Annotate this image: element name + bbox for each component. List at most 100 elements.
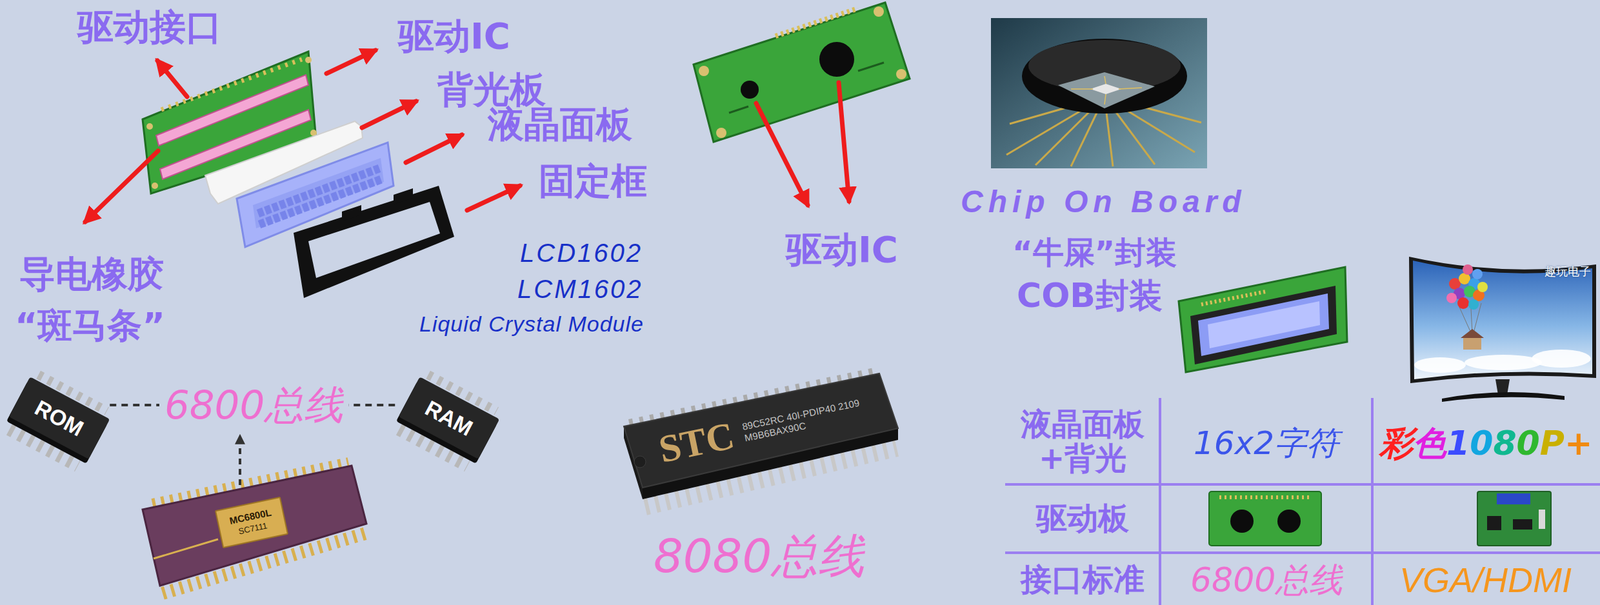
table-header: 驱动板 <box>1036 500 1130 537</box>
bond-wire <box>1104 94 1106 105</box>
mount-hole <box>146 123 153 130</box>
mcu-chip-marking: STC89C52RC 40I-PDIP40 2109M9B6BAX90C <box>650 381 873 477</box>
leader-arrow <box>838 82 850 202</box>
pcb-board <box>1178 267 1348 373</box>
table-rule <box>1158 398 1162 605</box>
table-rule <box>1370 398 1374 605</box>
ceramic-body <box>142 465 367 586</box>
part-label: 驱动IC <box>785 229 899 271</box>
mount-hole <box>716 127 727 139</box>
lcd-driver-board <box>1209 491 1322 546</box>
frame-tab <box>341 205 362 222</box>
pcb-board <box>693 2 910 142</box>
leader-arrow <box>85 50 850 222</box>
part-label: “斑马条” <box>14 305 166 346</box>
lcd-exploded-view <box>142 51 455 299</box>
mount-hole <box>151 182 159 190</box>
silk-line <box>729 106 749 113</box>
vga-connector <box>1496 493 1531 505</box>
cloud <box>1464 354 1542 371</box>
lcd-screen <box>1198 293 1330 357</box>
balloon <box>1468 299 1479 310</box>
text-glyph: 0 <box>1469 423 1493 463</box>
connector <box>1538 509 1546 530</box>
balloon <box>1472 269 1483 280</box>
leader-arrow <box>756 103 808 206</box>
mount-hole <box>873 6 884 17</box>
monitor-photo <box>1409 256 1597 402</box>
leader-arrow <box>85 150 159 222</box>
balloon <box>1462 264 1473 275</box>
bond-wire <box>1118 87 1142 90</box>
monitor-screen <box>1412 260 1593 380</box>
text-glyph: P <box>1540 423 1565 463</box>
bond-wire <box>1070 88 1093 90</box>
mount-hole <box>698 65 710 77</box>
table-cell: 彩色1080P+ <box>1379 424 1593 464</box>
part-label: 固定框 <box>538 160 648 202</box>
model-label: Liquid Crystal Module <box>419 311 644 337</box>
balloon <box>1477 281 1488 293</box>
mcu-chip-body <box>623 370 899 508</box>
cob-photo <box>990 18 1208 169</box>
gold-lead <box>153 539 219 559</box>
caption-label: COB封装 <box>1016 276 1163 316</box>
cloud <box>1531 349 1591 368</box>
table-cell: VGA/HDMI <box>1399 561 1572 600</box>
bond-wire <box>1070 76 1142 105</box>
chip-marking: RAM <box>420 394 478 442</box>
balloon <box>1446 264 1488 310</box>
text-glyph: + <box>1564 423 1593 463</box>
text-glyph: 彩 <box>1379 423 1413 463</box>
table-header: 液晶面板 +背光 <box>1014 407 1151 476</box>
hdmi-driver-board <box>1477 491 1551 546</box>
bus-pointer-arrow <box>238 436 242 486</box>
mount-hole <box>896 69 907 80</box>
ic-chip <box>1487 516 1502 531</box>
watermark: 趣玩电子 <box>1544 265 1591 279</box>
lcd-bezel <box>1190 285 1337 365</box>
house-roof <box>1460 329 1484 339</box>
silk-line <box>858 62 884 71</box>
pcb-board <box>1209 491 1322 546</box>
balloon <box>1446 292 1457 304</box>
model-label: LCM1602 <box>517 274 643 304</box>
lcd-back-pcb <box>693 2 910 142</box>
table-cell: 6800总线 <box>1190 561 1343 599</box>
chip-marking: 89C52RC 40I-PDIP40 2109M9B6BAX90C <box>741 396 866 445</box>
bus-label: 6800总线 <box>159 382 349 428</box>
table-rule <box>1005 483 1600 486</box>
dome-cutaway <box>1058 72 1155 109</box>
chip-top <box>623 373 899 488</box>
caption-label: Chip On Board <box>960 183 1247 220</box>
chip-marking: STC <box>654 412 739 473</box>
part-label: 驱动接口 <box>77 6 222 48</box>
epoxy-dome <box>1021 38 1188 114</box>
ram-chip: RAM <box>398 376 500 460</box>
balloon <box>1457 297 1470 310</box>
text-glyph: 1 <box>1446 423 1470 463</box>
house <box>1463 336 1482 350</box>
pin-row <box>775 8 859 37</box>
cob-blob <box>819 41 855 77</box>
text-glyph: 8 <box>1492 423 1517 463</box>
fixing-frame-hole <box>308 201 440 279</box>
lcd-module-photo <box>1178 267 1348 373</box>
part-label: 导电橡胶 <box>19 253 164 295</box>
balloon-string <box>1459 307 1471 333</box>
photo-ground <box>990 18 1208 169</box>
leader-arrow <box>157 60 188 97</box>
frame-tab <box>393 188 413 205</box>
text-glyph: 0 <box>1516 423 1540 463</box>
leader-arrow <box>361 101 417 128</box>
monitor-frame <box>1409 256 1597 384</box>
table-rule <box>1005 551 1600 555</box>
pin-row <box>1219 495 1311 500</box>
rom-chip-body <box>3 371 113 469</box>
text-glyph: 色 <box>1412 423 1447 463</box>
cpu-chip-body <box>142 461 368 594</box>
chip-marking: ROM <box>30 394 88 442</box>
cloud <box>1414 357 1466 373</box>
